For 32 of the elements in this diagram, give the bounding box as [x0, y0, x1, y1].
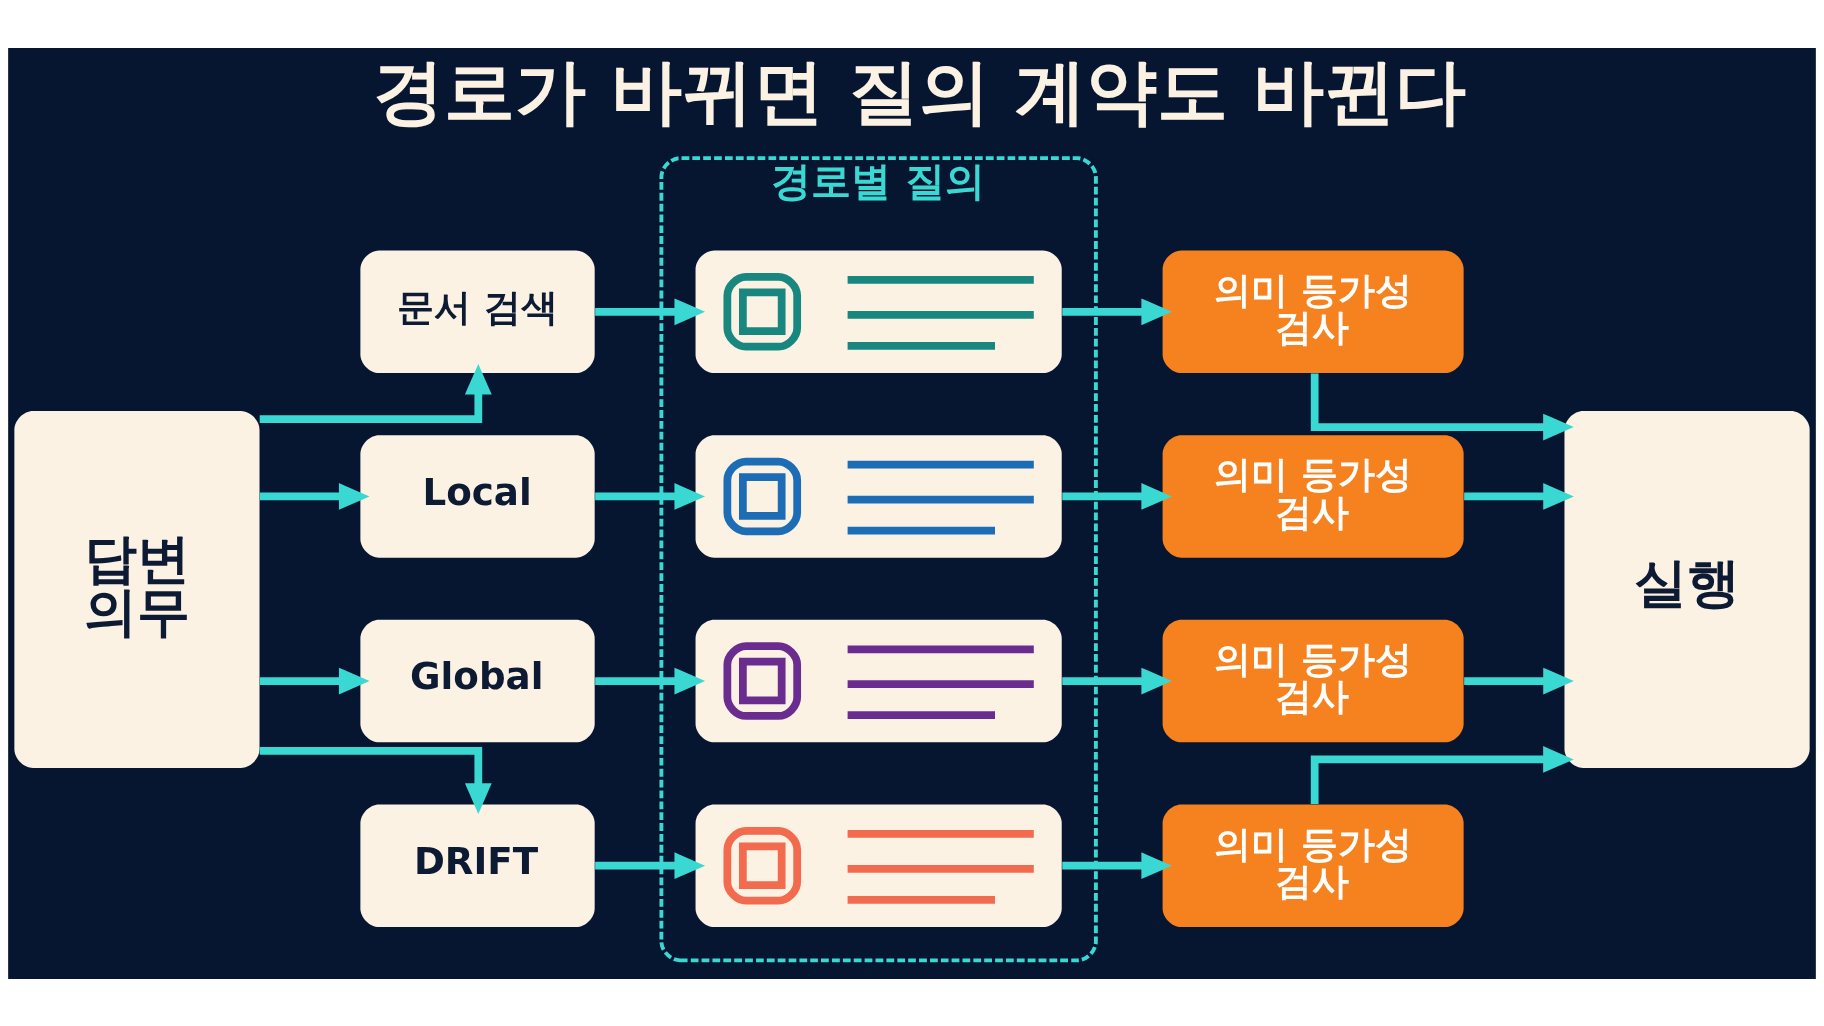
arrow [259, 482, 370, 510]
arrow [259, 667, 370, 694]
node-box: 의미 등가성 검사 [1162, 619, 1464, 742]
arrow [1310, 373, 1574, 441]
diagram-title: 경로가 바뀌면 질의 계약도 바뀐다 [372, 49, 1467, 133]
arrow [1062, 482, 1172, 510]
arrow [1310, 745, 1574, 804]
node-box [695, 803, 1062, 927]
node-box: 의미 등가성 검사 [1162, 250, 1464, 373]
arrow [1062, 851, 1172, 879]
arrow [1062, 667, 1172, 694]
node-box: 실행 [1564, 410, 1810, 768]
arrow [595, 667, 706, 694]
arrow [595, 297, 706, 325]
cluster: 경로별 질의 [659, 155, 1098, 962]
node-box [695, 619, 1062, 742]
arrow [595, 482, 706, 510]
node-box: Local [360, 434, 595, 558]
node-box [695, 250, 1062, 373]
arrow [1062, 297, 1172, 325]
node-box: 문서 검색 [360, 250, 595, 373]
node-box: Global [360, 619, 595, 742]
node-box: 의미 등가성 검사 [1162, 803, 1464, 927]
arrow [259, 746, 492, 814]
node-box [695, 434, 1062, 558]
node-box: 답변 의무 [14, 410, 260, 768]
arrow [1464, 667, 1574, 694]
arrow [259, 363, 492, 423]
node-box: DRIFT [360, 803, 595, 927]
node-box: 의미 등가성 검사 [1162, 434, 1464, 558]
arrow [1464, 482, 1574, 510]
arrow [595, 851, 706, 879]
